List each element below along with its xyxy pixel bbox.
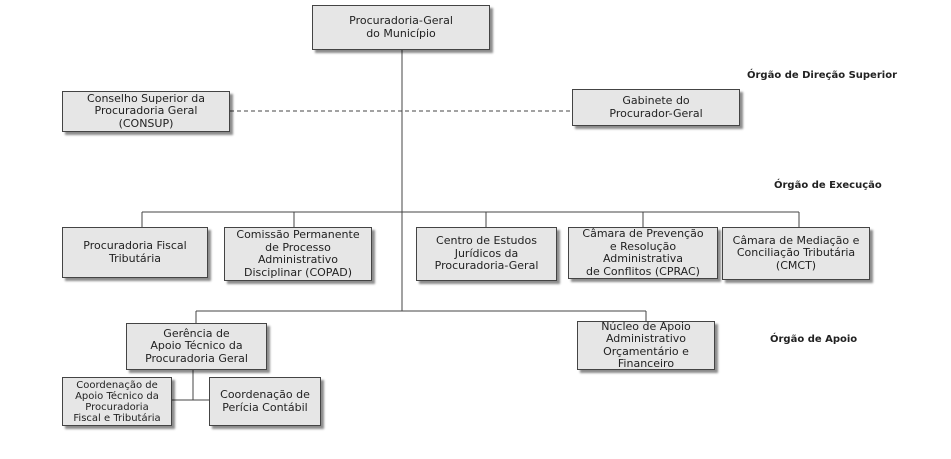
node-copad: Comissão Permanente de Processo Administ… bbox=[224, 227, 372, 281]
node-coord-fiscal: Coordenação de Apoio Técnico da Procurad… bbox=[62, 377, 172, 426]
label-direcao-superior: Órgão de Direção Superior bbox=[747, 70, 898, 81]
node-procuradoria-fiscal: Procuradoria Fiscal Tributária bbox=[62, 227, 208, 278]
node-consup: Conselho Superior da Procuradoria Geral … bbox=[62, 91, 230, 132]
node-cmct: Câmara de Mediação e Conciliação Tributá… bbox=[722, 227, 870, 280]
label-apoio: Órgão de Apoio bbox=[770, 334, 858, 345]
label-execucao: Órgão de Execução bbox=[774, 180, 882, 191]
node-centro-estudos: Centro de Estudos Jurídicos da Procurado… bbox=[416, 227, 557, 281]
node-gabinete: Gabinete do Procurador-Geral bbox=[572, 89, 740, 126]
node-nucleo-apoio: Núcleo de Apoio Administrativo Orçamentá… bbox=[577, 320, 715, 370]
node-procuradoria-geral: Procuradoria-Geral do Município bbox=[312, 5, 490, 50]
node-gerencia-apoio: Gerência de Apoio Técnico da Procuradori… bbox=[126, 323, 267, 370]
node-cprac: Câmara de Prevenção e Resolução Administ… bbox=[568, 227, 718, 279]
node-coord-pericia: Coordenação de Perícia Contábil bbox=[209, 377, 321, 426]
